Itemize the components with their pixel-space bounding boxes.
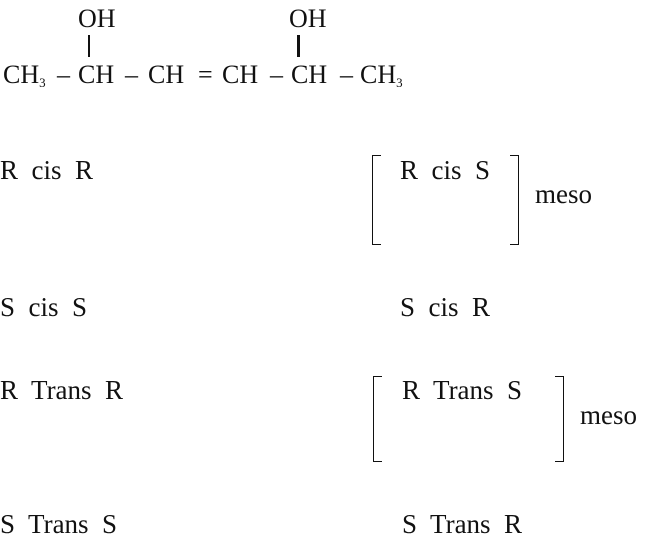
- bond: –: [125, 60, 138, 89]
- meso-label: meso: [580, 400, 637, 430]
- hydroxyl-right: OH: [289, 4, 327, 33]
- isomer-r-cis-r: R cis R: [0, 155, 94, 185]
- isomer-r-cis-s: R cis S: [400, 155, 491, 185]
- methyl-right: CH3: [360, 60, 403, 90]
- meso-label: meso: [535, 179, 592, 209]
- bracket-right: [510, 155, 519, 245]
- carbon-2: CH: [78, 60, 115, 89]
- bond-line-left: [88, 35, 90, 57]
- carbon-5: CH: [291, 60, 328, 89]
- isomer-s-cis-r: S cis R: [400, 292, 491, 322]
- double-bond: =: [198, 60, 213, 89]
- carbon-3: CH: [148, 60, 185, 89]
- isomer-r-trans-r: R Trans R: [0, 375, 124, 405]
- methyl-left: CH3: [3, 60, 46, 90]
- isomer-s-cis-s: S cis S: [0, 292, 88, 322]
- bond: –: [57, 60, 70, 89]
- bond-wedge-right: [297, 35, 300, 57]
- hydroxyl-left: OH: [78, 4, 116, 33]
- bond: –: [340, 60, 353, 89]
- bracket-left: [372, 155, 381, 245]
- isomer-s-trans-s: S Trans S: [0, 509, 118, 539]
- isomer-s-trans-r: S Trans R: [402, 509, 523, 539]
- bond: –: [270, 60, 283, 89]
- bracket-right: [555, 376, 564, 462]
- isomer-r-trans-s: R Trans S: [402, 375, 523, 405]
- bracket-left: [373, 376, 382, 462]
- carbon-4: CH: [222, 60, 259, 89]
